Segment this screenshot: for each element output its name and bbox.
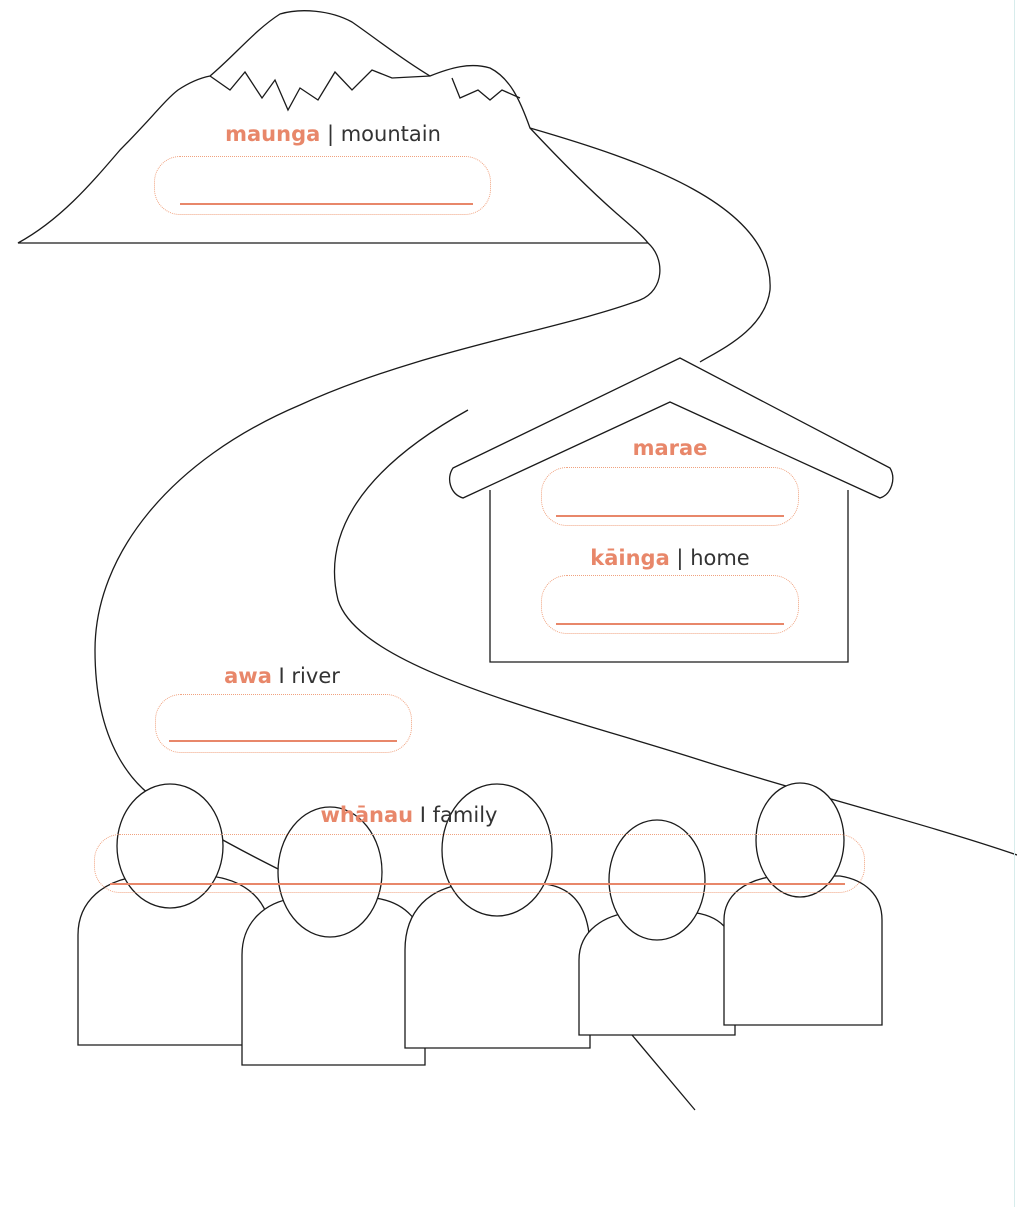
label-marae: marae	[633, 435, 708, 461]
answer-line	[169, 740, 397, 742]
english-word: river	[291, 664, 340, 688]
maunga-answer-field[interactable]	[154, 156, 491, 215]
answer-line	[556, 623, 784, 625]
answer-line	[110, 883, 845, 885]
river-outlet	[631, 1034, 696, 1111]
label-maunga: maunga | mountain	[225, 121, 441, 147]
house	[449, 357, 894, 663]
maori-word: whānau	[320, 803, 414, 827]
english-word: home	[690, 546, 750, 570]
english-word: family	[432, 803, 498, 827]
answer-line	[180, 203, 473, 205]
river-right-bank	[333, 127, 1017, 856]
awa-answer-field[interactable]	[155, 694, 412, 753]
separator: I	[271, 664, 292, 688]
label-awa: awa I river	[224, 663, 340, 689]
separator: I	[413, 803, 433, 827]
maori-word: marae	[632, 436, 708, 460]
english-word: mountain	[340, 122, 441, 146]
river-left-bank	[94, 242, 661, 811]
mountain-outline	[17, 10, 650, 244]
maori-word: awa	[224, 664, 272, 688]
answer-line	[556, 515, 784, 517]
whanau-answer-field[interactable]	[94, 834, 865, 893]
maori-word: kāinga	[590, 546, 670, 570]
mountain-snowline	[209, 69, 521, 112]
kainga-answer-field[interactable]	[541, 575, 799, 634]
label-kainga: kāinga | home	[590, 545, 749, 571]
marae-answer-field[interactable]	[541, 467, 799, 526]
edge-guide-line	[1014, 0, 1015, 1207]
label-whanau: whānau I family	[321, 802, 498, 828]
separator: |	[320, 122, 341, 146]
separator: |	[669, 546, 691, 570]
maori-word: maunga	[225, 122, 321, 146]
